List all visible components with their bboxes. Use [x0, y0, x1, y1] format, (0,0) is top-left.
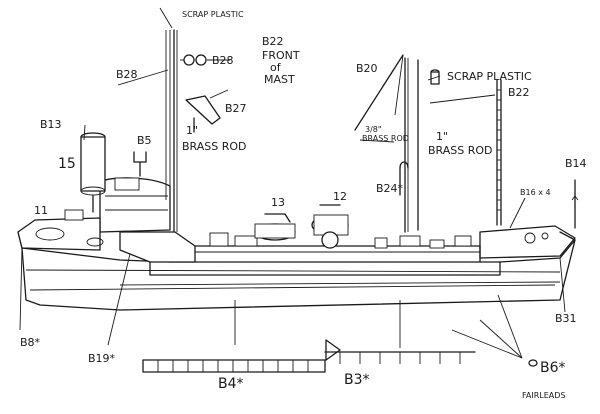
- foremast: [173, 29, 178, 233]
- label-b20: B20: [356, 62, 378, 75]
- label-brass-rod-left: BRASS ROD: [182, 140, 247, 153]
- b5-fitting: [133, 151, 147, 177]
- ladder-b22-right: [496, 79, 502, 226]
- label-b3: B3*: [344, 372, 370, 388]
- label-b14: B14: [565, 157, 587, 170]
- b28-rings: [183, 54, 207, 66]
- label-brass-rod-small: BRASS ROD: [362, 134, 409, 143]
- label-one-inch-left: 1": [186, 124, 198, 137]
- mainmast: [404, 57, 419, 233]
- label-b8: B8*: [20, 336, 41, 349]
- label-b5: B5: [137, 134, 152, 147]
- ladder-b22-left: [165, 30, 171, 200]
- b20-boom: [354, 54, 404, 131]
- label-15: 15: [58, 156, 76, 172]
- funnel: [80, 132, 106, 196]
- label-brass-rod-right: BRASS ROD: [428, 144, 493, 157]
- leader-lines: [19, 7, 566, 359]
- bow-structure: [479, 225, 576, 259]
- label-b22-right: B22: [508, 86, 530, 99]
- label-b6: B6*: [540, 360, 566, 376]
- label-scrap-plastic-right: SCRAP PLASTIC: [447, 70, 532, 83]
- main-deck: [149, 232, 501, 276]
- label-b28-right: B28: [212, 54, 234, 67]
- fairlead-b6: [528, 359, 538, 367]
- label-b24: B24*: [376, 182, 404, 195]
- b27-part: [185, 95, 221, 125]
- label-12: 12: [333, 190, 347, 203]
- ship-hull: [17, 231, 576, 311]
- aft-deckhouse: [17, 209, 104, 251]
- b4-strip: [142, 359, 326, 373]
- label-b13: B13: [40, 118, 62, 131]
- label-b31: B31: [555, 312, 577, 325]
- label-three-eighths: 3/8": [365, 125, 382, 134]
- label-one-inch-right: 1": [436, 130, 448, 143]
- label-13: 13: [271, 196, 285, 209]
- b14-jackstaff: [571, 179, 579, 229]
- label-of: of: [270, 61, 282, 74]
- label-11: 11: [34, 204, 48, 217]
- bridge-superstructure: [99, 177, 196, 263]
- label-b22-top: B22: [262, 35, 284, 48]
- label-scrap-plastic-top: SCRAP PLASTIC: [182, 10, 244, 19]
- b24-hook: [399, 161, 409, 196]
- label-b4: B4*: [218, 376, 244, 392]
- label-front: FRONT: [262, 49, 300, 62]
- gun-tub-12: [311, 204, 349, 249]
- b3-strip: [324, 339, 476, 364]
- label-b27: B27: [225, 102, 247, 115]
- gun-tub-13: [254, 213, 296, 241]
- label-b16: B16 x 4: [520, 188, 551, 197]
- label-b28-left: B28: [116, 68, 138, 81]
- label-mast: MAST: [264, 73, 295, 86]
- label-fairleads: FAIRLEADS: [522, 391, 565, 400]
- label-b19: B19*: [88, 352, 116, 365]
